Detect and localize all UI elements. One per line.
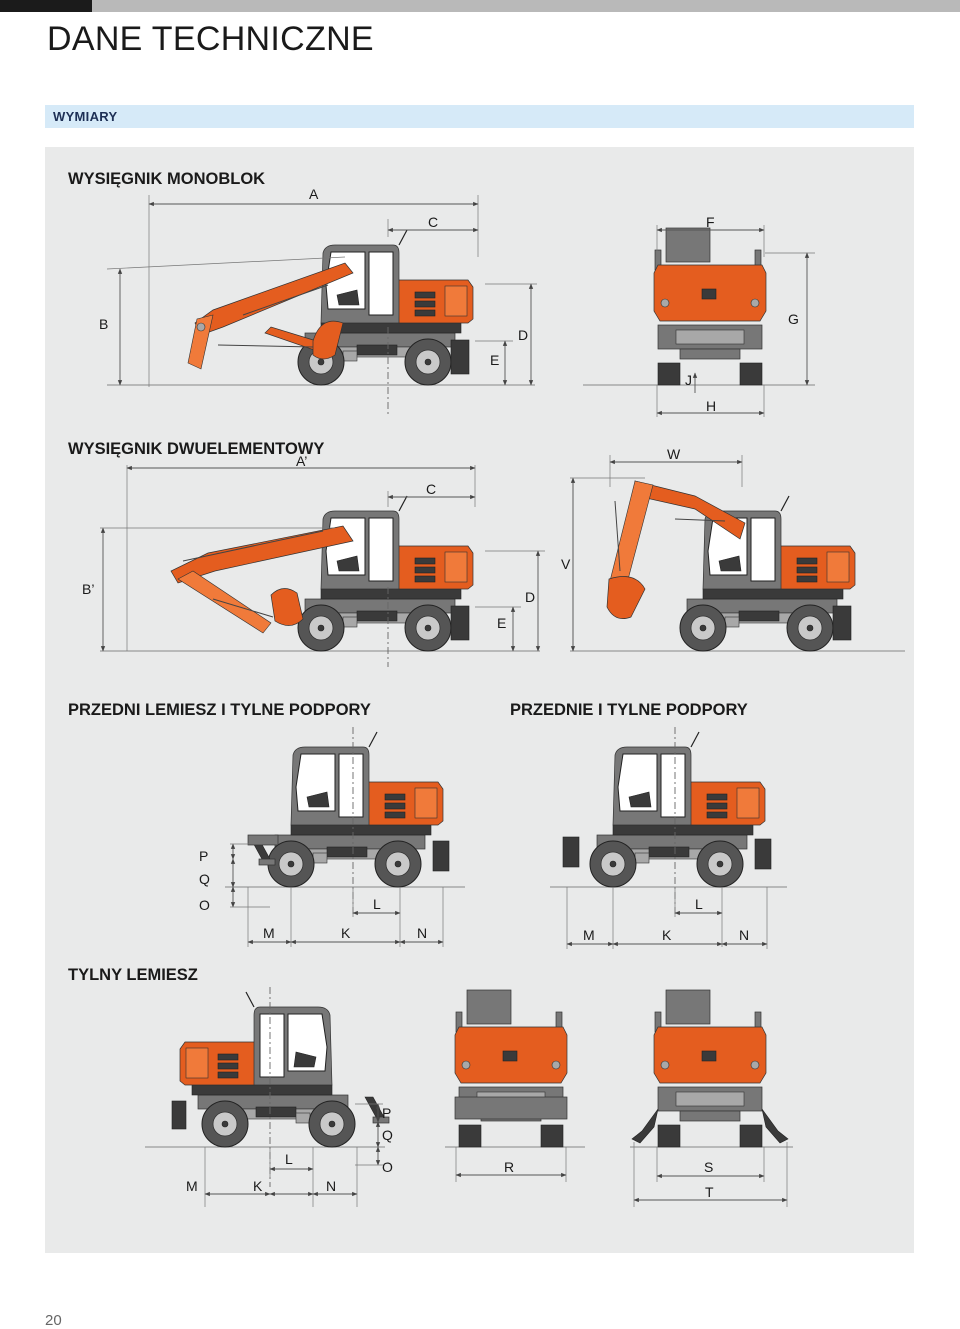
dim-label-q: Q — [199, 871, 210, 887]
dim-label-h: H — [706, 398, 716, 414]
dim-label-k2: K — [662, 927, 672, 943]
excavator-side-monoblok — [187, 229, 474, 386]
dim-label-q3: Q — [382, 1127, 393, 1143]
dim-label-s: S — [704, 1159, 713, 1175]
dim-label-e2: E — [497, 615, 506, 631]
dim-label-o: O — [199, 897, 210, 913]
page-number: 20 — [45, 1312, 62, 1329]
dim-label-c: C — [428, 214, 438, 230]
dim-label-l2: L — [695, 896, 703, 912]
section-label: WYMIARY — [53, 109, 118, 124]
heading-tylny-lemiesz: TYLNY LEMIESZ — [68, 966, 198, 984]
dim-label-p3: P — [382, 1105, 391, 1121]
excavator-rear-monoblok — [653, 227, 767, 386]
dim-label-w: W — [667, 446, 681, 462]
excavator-outriggers-both — [562, 731, 772, 888]
dim-label-l3: L — [285, 1151, 293, 1167]
section-band: WYMIARY — [45, 105, 914, 128]
excavator-blade-outriggers — [247, 731, 450, 888]
dim-label-n: N — [417, 925, 427, 941]
page-title: DANE TECHNICZNE — [47, 20, 374, 58]
dim-label-m3: M — [186, 1178, 198, 1194]
dim-label-b: B — [99, 316, 108, 332]
dim-label-l: L — [373, 896, 381, 912]
dimension-drawings: WYSIĘGNIK MONOBLOK A C B D E F G — [68, 170, 905, 1207]
dim-label-t: T — [705, 1184, 714, 1200]
dim-label-n2: N — [739, 927, 749, 943]
dim-label-a: A — [309, 186, 319, 202]
dim-label-m2: M — [583, 927, 595, 943]
excavator-rear-outriggers-rear — [631, 989, 789, 1148]
dim-label-c2: C — [426, 481, 436, 497]
dim-label-a-prime: A’ — [296, 453, 307, 469]
dim-label-n3: N — [326, 1178, 336, 1194]
dim-label-e: E — [490, 352, 499, 368]
top-bar-dark — [0, 0, 92, 12]
dim-label-d2: D — [525, 589, 535, 605]
dim-label-m: M — [263, 925, 275, 941]
dim-label-p: P — [199, 848, 208, 864]
dim-label-r: R — [504, 1159, 514, 1175]
heading-monoblok: WYSIĘGNIK MONOBLOK — [68, 170, 265, 188]
excavator-rear-blade-side — [171, 991, 390, 1148]
dim-label-k: K — [341, 925, 351, 941]
dim-label-o3: O — [382, 1159, 393, 1175]
excavator-side-dwuelementowy — [170, 495, 474, 652]
dim-label-j: J — [685, 372, 692, 388]
dim-label-d: D — [518, 327, 528, 343]
heading-dwuelementowy: WYSIĘGNIK DWUELEMENTOWY — [68, 440, 324, 458]
dim-label-b-prime: B’ — [82, 581, 94, 597]
excavator-side-raised — [606, 480, 856, 652]
excavator-rear-blade-rear — [454, 989, 568, 1148]
dim-label-g: G — [788, 311, 799, 327]
heading-lemiesz-podpory: PRZEDNI LEMIESZ I TYLNE PODPORY — [68, 701, 371, 719]
dim-label-k3: K — [253, 1178, 263, 1194]
dim-label-f: F — [706, 214, 715, 230]
drawing-panel: WYSIĘGNIK MONOBLOK A C B D E F G — [45, 147, 914, 1253]
heading-podpory: PRZEDNIE I TYLNE PODPORY — [510, 701, 748, 719]
top-bar-grey — [92, 0, 960, 12]
dim-label-v: V — [561, 556, 571, 572]
